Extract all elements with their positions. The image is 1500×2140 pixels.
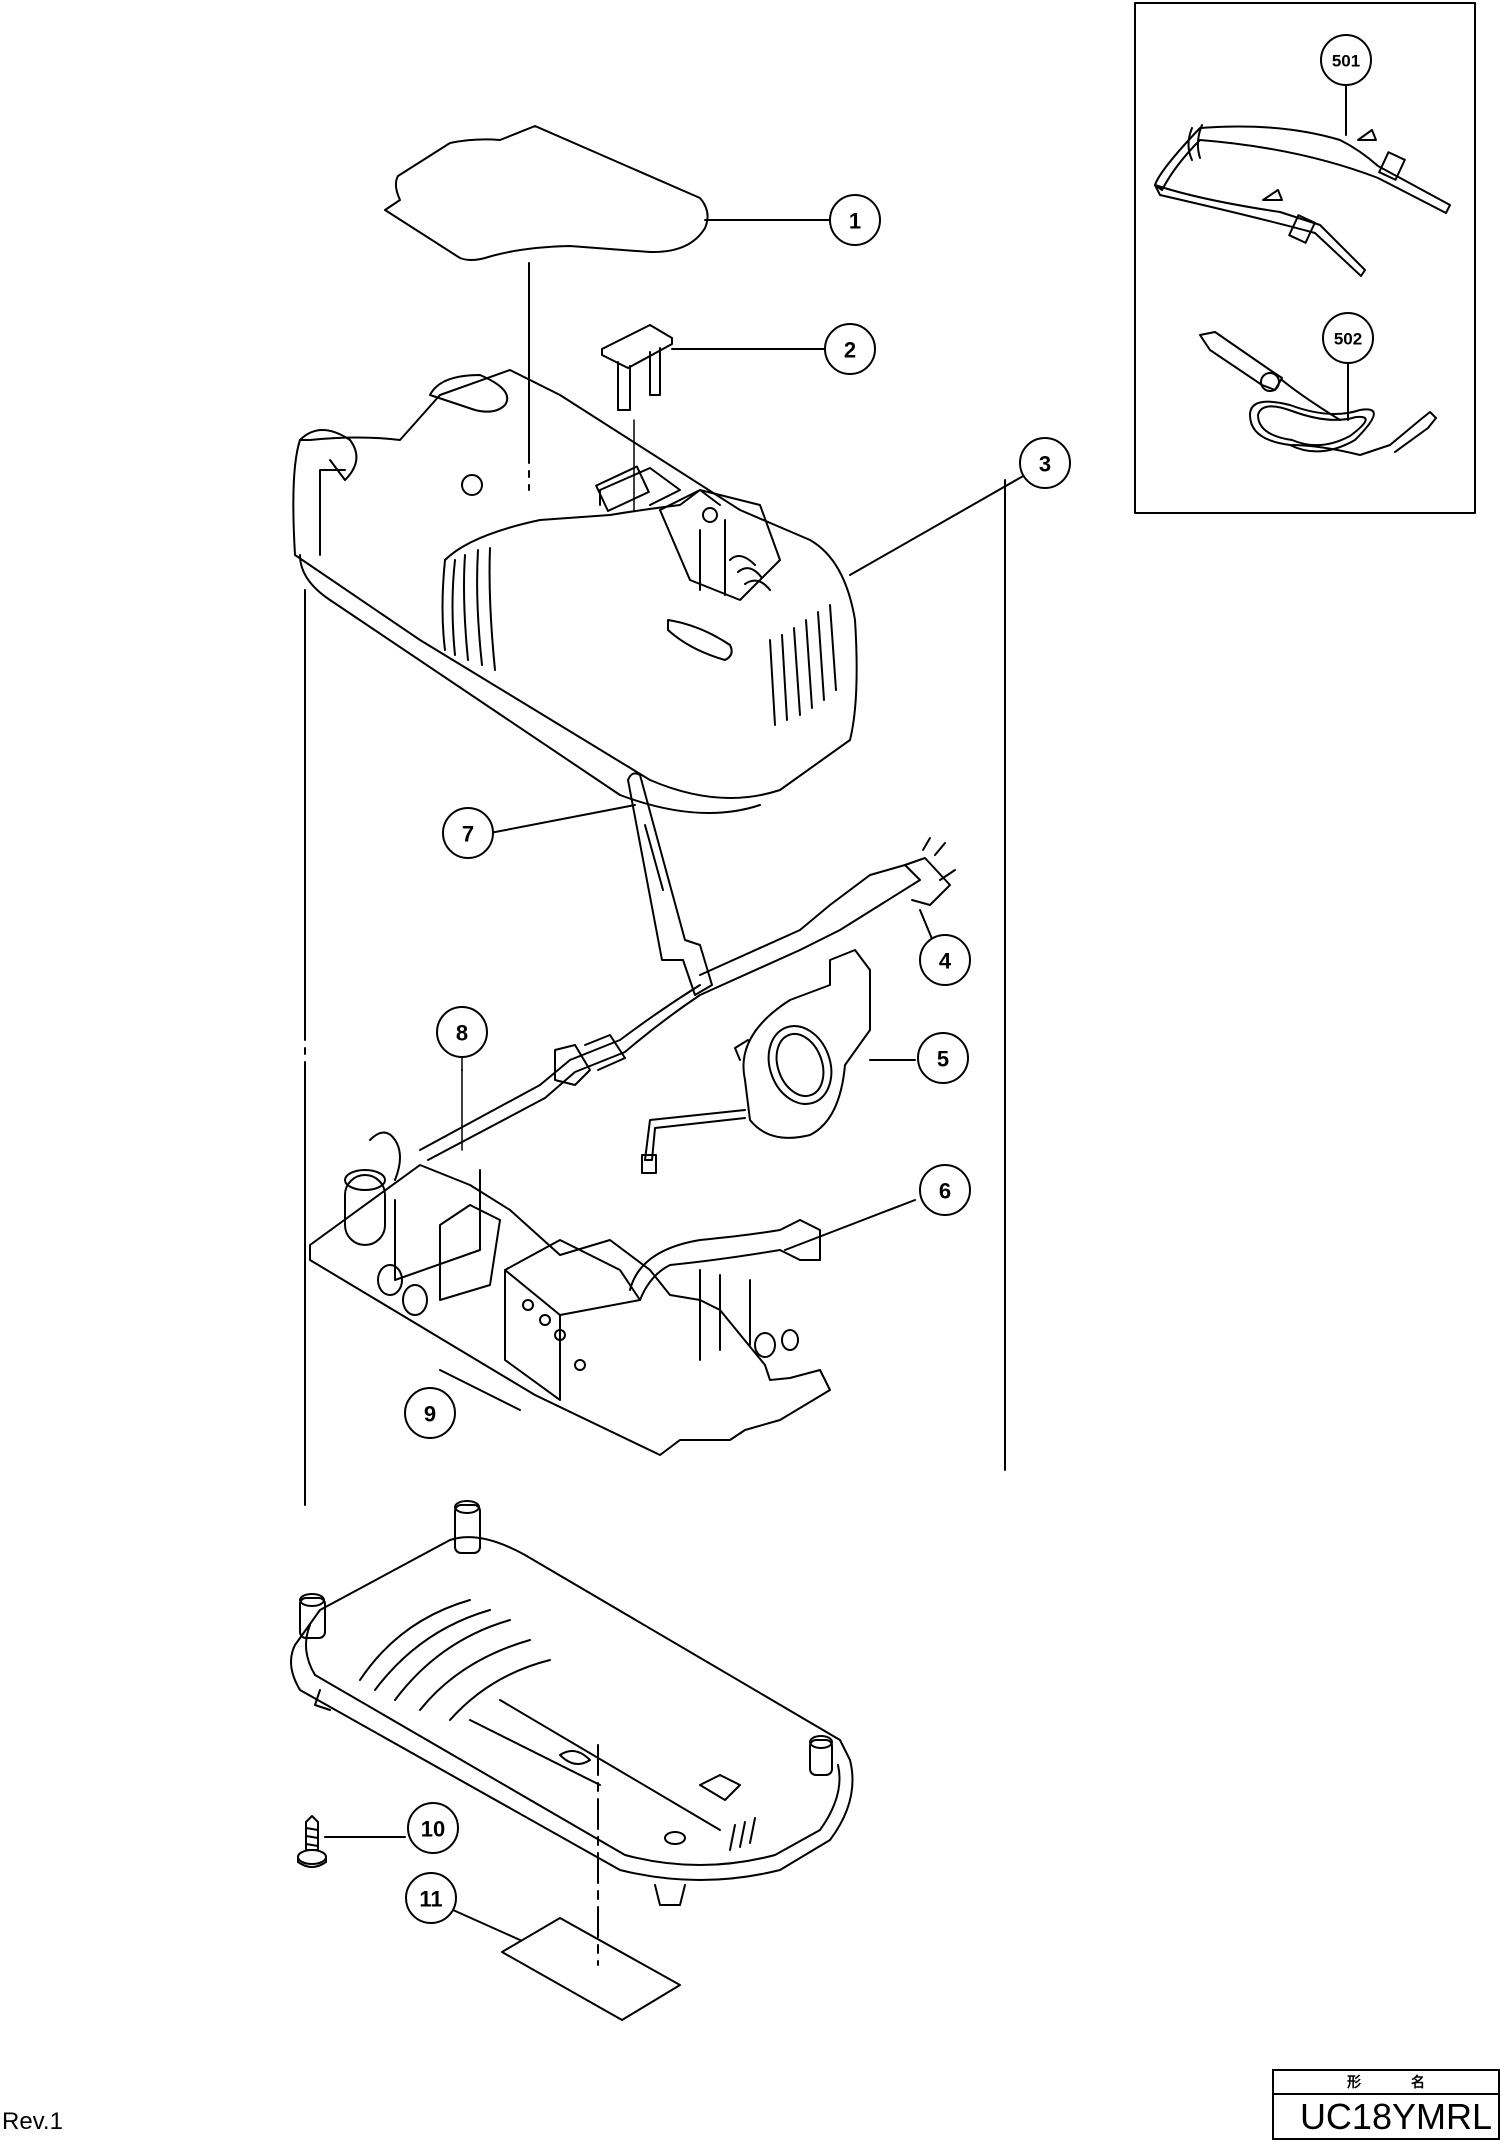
callout-balloon-502	[1322, 312, 1374, 364]
label-11-drawing	[501, 1917, 681, 2021]
part-number-2: 2	[844, 338, 856, 363]
part-number-3: 3	[1039, 452, 1051, 477]
callout-balloon-8	[436, 1006, 488, 1058]
part-number-5: 5	[937, 1047, 949, 1072]
power-cord-4-drawing	[419, 837, 956, 1161]
model-name: UC18YMRL	[1299, 2096, 1492, 2137]
terminal-pin-2-drawing	[601, 324, 673, 411]
lower-housing-drawing	[290, 1500, 854, 1906]
part-number-6: 6	[939, 1179, 951, 1204]
upper-housing-3-drawing	[292, 369, 858, 814]
revision-label: Rev.1	[2, 2108, 63, 2135]
callout-balloon-2	[824, 323, 876, 375]
callout-balloon-1	[829, 194, 881, 246]
callout-balloon-501	[1320, 34, 1372, 86]
part-number-1: 1	[849, 209, 861, 234]
callout-balloon-4	[919, 934, 971, 986]
leader-lines	[324, 79, 1349, 1941]
part-number-502: 502	[1334, 330, 1362, 349]
part-number-7: 7	[462, 822, 474, 847]
blower-fan-5-drawing	[641, 949, 871, 1174]
callout-balloon-9	[404, 1387, 456, 1439]
part-number-11: 11	[419, 1887, 442, 1912]
strap-501-drawing	[1154, 124, 1451, 277]
callout-balloon-3	[1019, 437, 1071, 489]
model-title-block: 形 名 UC18YMRL	[1272, 2069, 1500, 2140]
callout-balloon-11	[405, 1872, 457, 1924]
screw-10-drawing	[297, 1815, 327, 1868]
callout-balloon-5	[917, 1032, 969, 1084]
part-number-8: 8	[456, 1021, 468, 1046]
part-number-4: 4	[939, 949, 952, 974]
accessory-box	[1134, 2, 1476, 514]
cable-tie-7-drawing	[627, 772, 713, 996]
model-header: 形 名	[1274, 2071, 1498, 2095]
callout-balloon-6	[919, 1164, 971, 1216]
car-cord-502-drawing	[1199, 331, 1437, 456]
part-number-501: 501	[1332, 52, 1360, 71]
callout-balloon-7	[442, 807, 494, 859]
model-header-char-2: 名	[1411, 2074, 1425, 2090]
callout-balloon-10	[407, 1802, 459, 1854]
circuit-board-9-drawing	[309, 1131, 831, 1456]
nameplate-1-drawing	[384, 125, 709, 261]
part-number-10: 10	[421, 1817, 445, 1842]
model-header-char-1: 形	[1347, 2074, 1361, 2090]
part-number-9: 9	[424, 1402, 436, 1427]
